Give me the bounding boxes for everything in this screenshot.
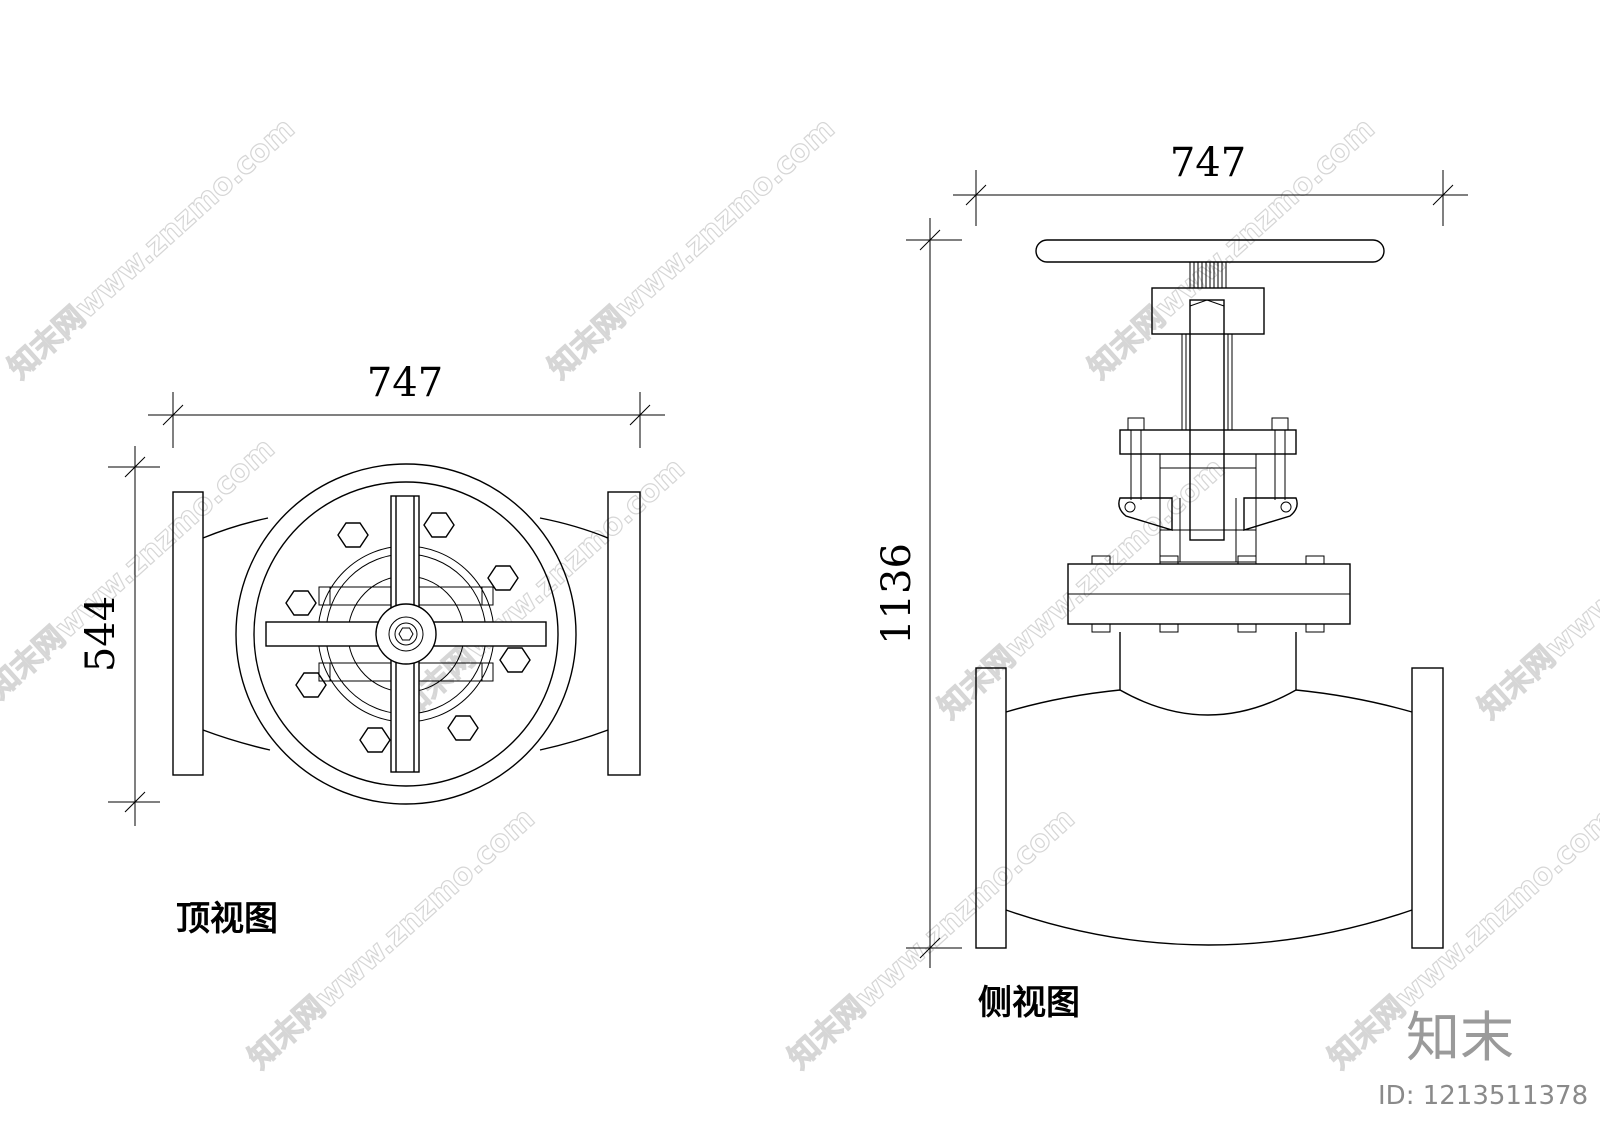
watermark-text: 知末网www.znzmo.com xyxy=(2,111,302,386)
top-width-dimension: 747 xyxy=(148,360,665,448)
side-flange-right xyxy=(1411,667,1444,949)
top-flange-left xyxy=(172,491,204,776)
side-height-label: 1136 xyxy=(874,543,920,645)
top-hub xyxy=(375,603,437,665)
watermark-text: 知末网www.znzmo.com xyxy=(542,111,842,386)
side-lug-right xyxy=(1243,497,1298,531)
top-view: 747 544 xyxy=(78,360,665,939)
side-flange-left xyxy=(975,667,1007,949)
top-flange-right xyxy=(607,491,641,776)
top-height-label: 544 xyxy=(78,596,124,672)
side-yoke-nut xyxy=(1151,287,1265,335)
top-bolts xyxy=(285,512,531,753)
top-width-label: 747 xyxy=(367,360,443,406)
watermark-text: 知末网www.znzmo.com xyxy=(392,451,692,726)
side-height-dimension: 1136 xyxy=(874,218,962,968)
top-handwheel-inner xyxy=(253,481,559,787)
top-body-outline xyxy=(202,517,609,751)
side-lug-left xyxy=(1118,497,1173,531)
side-body-outline xyxy=(1005,689,1413,946)
watermark-text: 知末网www.znzmo.com xyxy=(932,451,1232,726)
top-view-caption: 顶视图 xyxy=(176,899,278,939)
brand-logo: 知末 xyxy=(1406,1006,1514,1069)
side-width-label: 747 xyxy=(1170,140,1246,186)
watermark-text: 知末网www.znzmo.com xyxy=(782,801,1082,1076)
image-id-label: ID: 1213511378 xyxy=(1378,1081,1588,1111)
top-height-dimension: 544 xyxy=(78,446,160,826)
side-view: 747 1136 xyxy=(874,140,1468,1023)
side-view-caption: 侧视图 xyxy=(978,983,1080,1023)
watermark-text: 知末网www.znzmo.com xyxy=(1472,451,1600,726)
side-gland-plate xyxy=(1119,429,1297,455)
side-width-dimension: 747 xyxy=(953,140,1468,226)
top-handwheel-outer xyxy=(235,463,577,805)
watermark-text: 知末网www.znzmo.com xyxy=(242,801,542,1076)
